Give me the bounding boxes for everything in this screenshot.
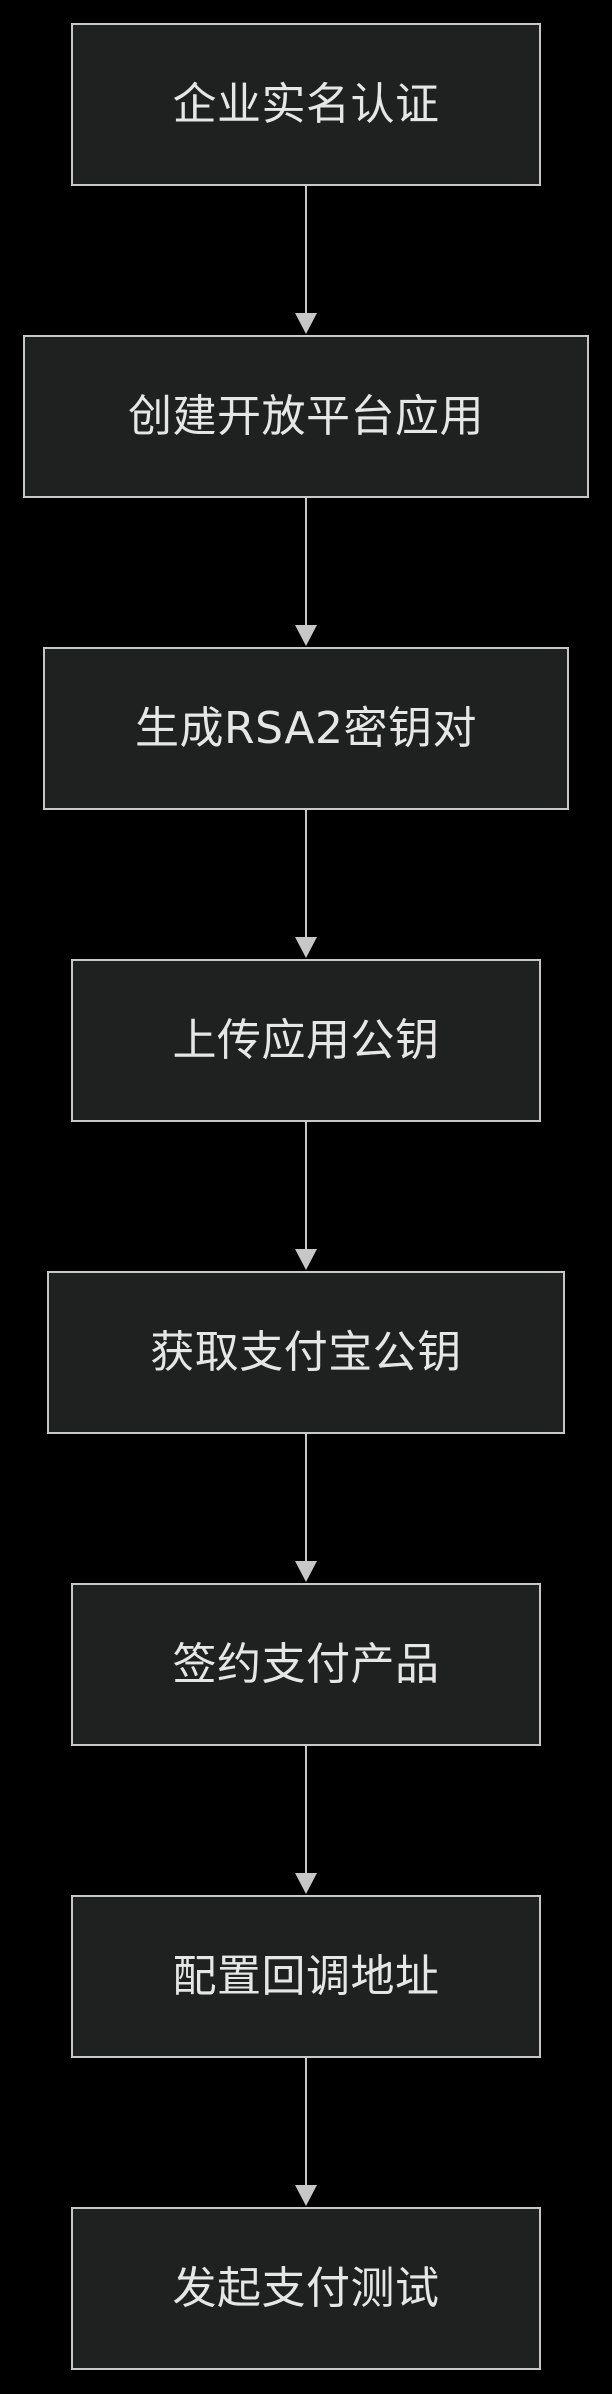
- edge-arrow: [295, 1122, 317, 1270]
- node-label: 企业实名认证: [172, 78, 440, 130]
- arrowhead: [295, 1873, 317, 1894]
- node-sign-payment-product: 签约支付产品: [71, 1583, 541, 1746]
- node-upload-app-public-key: 上传应用公钥: [71, 959, 541, 1122]
- node-label: 签约支付产品: [172, 1638, 440, 1690]
- node-label: 生成RSA2密钥对: [135, 702, 477, 754]
- node-create-open-platform-app: 创建开放平台应用: [23, 335, 589, 498]
- edge-arrow: [295, 1434, 317, 1582]
- node-label: 创建开放平台应用: [128, 390, 484, 442]
- node-label: 上传应用公钥: [172, 1014, 440, 1066]
- node-get-alipay-public-key: 获取支付宝公钥: [47, 1271, 565, 1434]
- node-configure-callback-url: 配置回调地址: [71, 1895, 541, 2058]
- node-label: 发起支付测试: [172, 2262, 440, 2314]
- edge-arrow: [295, 1746, 317, 1894]
- arrowhead: [295, 2185, 317, 2206]
- edge-arrow: [295, 498, 317, 646]
- node-initiate-payment-test: 发起支付测试: [71, 2207, 541, 2370]
- arrowhead: [295, 1561, 317, 1582]
- arrowhead: [295, 313, 317, 334]
- node-generate-rsa2-keypair: 生成RSA2密钥对: [43, 647, 569, 810]
- arrowhead: [295, 937, 317, 958]
- arrowhead: [295, 1249, 317, 1270]
- edge-arrow: [295, 810, 317, 958]
- node-label: 获取支付宝公钥: [150, 1326, 462, 1378]
- node-label: 配置回调地址: [172, 1950, 440, 2002]
- edge-arrow: [295, 2058, 317, 2206]
- node-enterprise-verification: 企业实名认证: [71, 23, 541, 186]
- edge-arrow: [295, 186, 317, 334]
- arrowhead: [295, 625, 317, 646]
